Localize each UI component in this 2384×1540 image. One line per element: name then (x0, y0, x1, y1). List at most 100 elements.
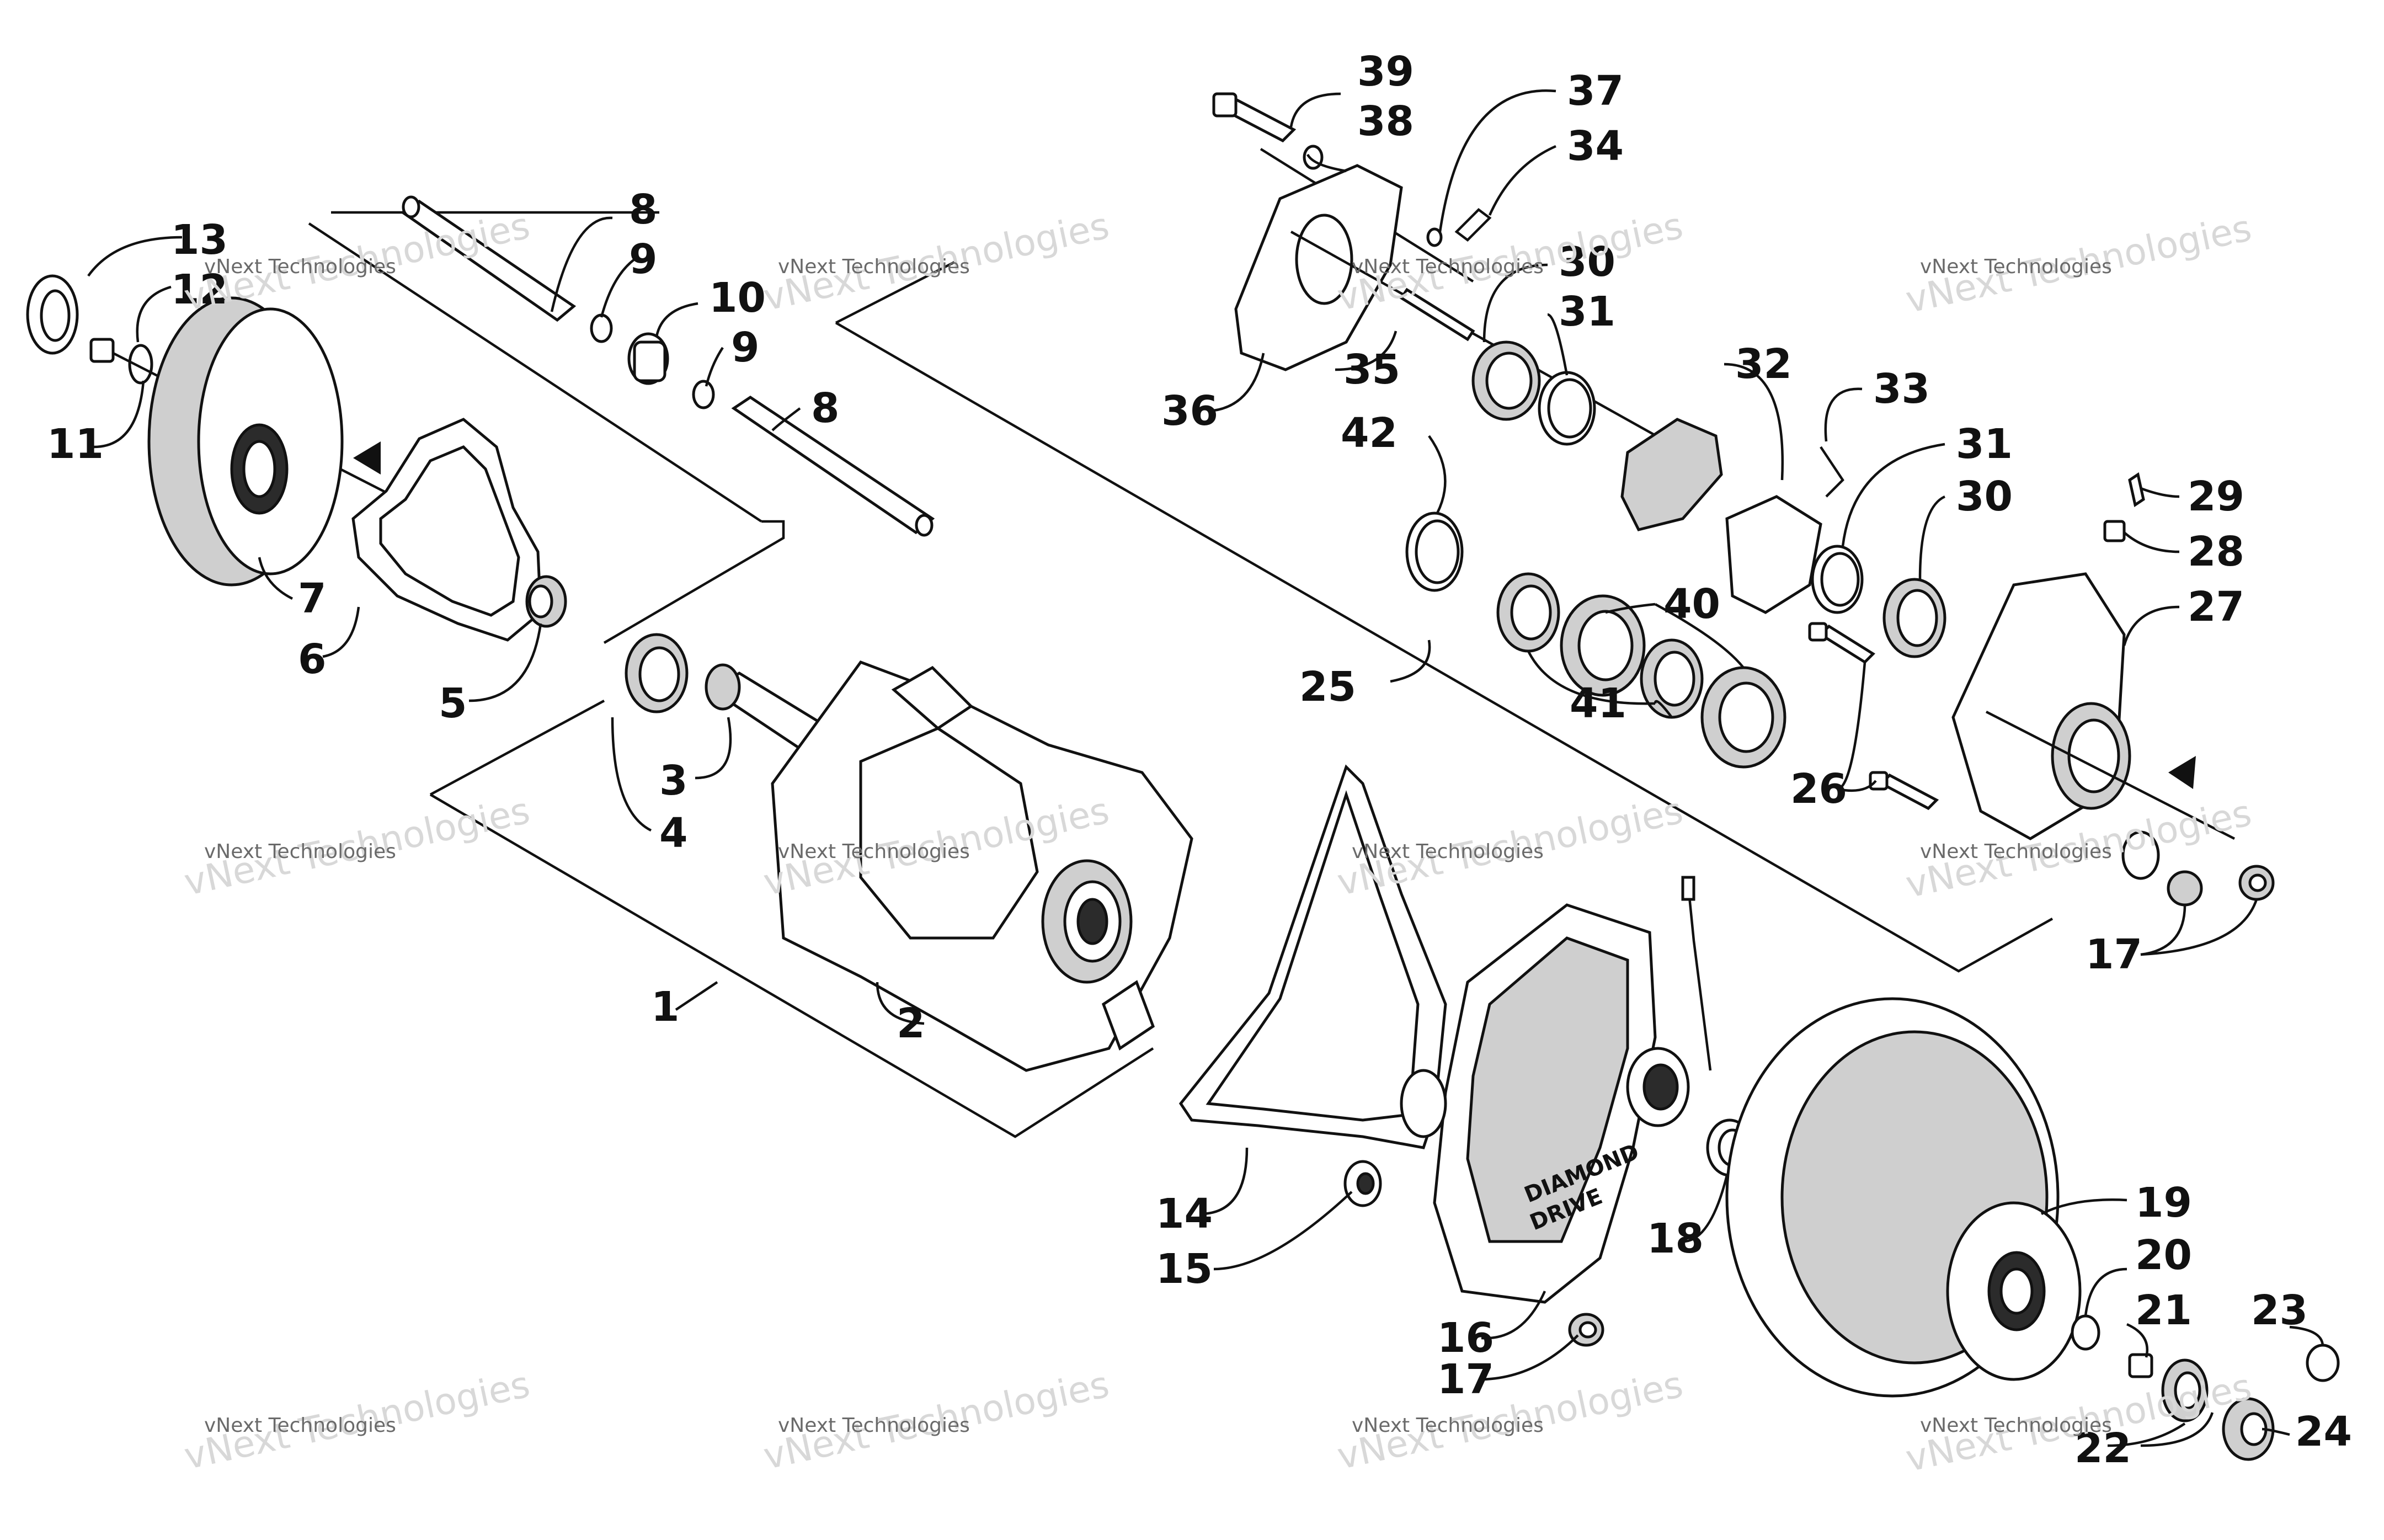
callout-10: 10 (709, 274, 766, 322)
callout-31-upper: 31 (1559, 288, 1615, 335)
callout-28: 28 (2188, 528, 2244, 575)
callout-32: 32 (1735, 340, 1792, 388)
leader-lines (87, 89, 2324, 1447)
callout-34: 34 (1567, 122, 1624, 170)
callout-8-upper: 8 (629, 186, 658, 233)
parts: DIAMOND DRIVE (26, 92, 2340, 1461)
part-16-gearcase: DIAMOND DRIVE (1400, 876, 1712, 1304)
callout-23: 23 (2251, 1287, 2308, 1334)
callout-4: 4 (659, 809, 688, 857)
bracket-assembly-25b (835, 322, 2054, 973)
bracket-driven-shaft-hardware-3 (603, 520, 785, 644)
part-26-bolt-lower (1869, 771, 1939, 811)
callout-31-lower: 31 (1956, 420, 2013, 468)
bracket-assembly-25 (835, 260, 956, 324)
callout-14: 14 (1156, 1190, 1213, 1238)
callout-16: 16 (1437, 1314, 1494, 1362)
callout-29: 29 (2188, 473, 2244, 520)
part-40-bearing-right (1700, 666, 1786, 769)
part-28-fitting (2103, 520, 2126, 542)
assembly-brackets (308, 148, 2054, 1138)
callout-5: 5 (439, 680, 467, 727)
callout-30-upper: 30 (1559, 238, 1615, 286)
part-8-tube-upper (400, 195, 577, 322)
watermark-small: vNext Technologies (1352, 1414, 1544, 1437)
callout-17-lower: 17 (1437, 1356, 1494, 1403)
part-27-bearing-housing (1951, 572, 2236, 840)
watermark-small: vNext Technologies (1920, 840, 2112, 863)
callout-30-lower: 30 (1956, 473, 2013, 520)
part-21-bolt (2128, 1353, 2153, 1378)
watermark-small: vNext Technologies (1920, 255, 2112, 278)
part-40-bearing-left (1560, 594, 1646, 697)
callout-22: 22 (2074, 1425, 2131, 1472)
part-4-bearing-ring (625, 633, 689, 713)
callout-3: 3 (659, 757, 688, 804)
part-32-brake-pad (1620, 418, 1723, 531)
part-8-tube-lower (731, 395, 935, 537)
callout-12: 12 (171, 266, 228, 313)
callout-21: 21 (2135, 1287, 2192, 1334)
callout-33: 33 (1873, 365, 1930, 413)
callout-19: 19 (2135, 1179, 2192, 1227)
callout-42: 42 (1341, 409, 1398, 457)
part-23-o-ring (2306, 1344, 2340, 1382)
watermark-small: vNext Technologies (778, 840, 970, 863)
watermark-small: vNext Technologies (778, 1414, 970, 1437)
part-29-zerk (2128, 472, 2145, 508)
callout-20: 20 (2135, 1232, 2192, 1279)
part-34-clip (1454, 208, 1492, 242)
part-13-retaining-ring (26, 274, 79, 355)
watermark-small: vNext Technologies (778, 255, 970, 278)
callout-labels: 1 2 3 4 5 6 7 8 9 10 9 8 11 12 13 14 15 … (47, 48, 2352, 1472)
part-9-washer-upper (590, 313, 613, 343)
watermark-small: vNext Technologies (1352, 255, 1544, 278)
part-20-washer (2071, 1314, 2100, 1351)
callout-9-lower: 9 (731, 324, 760, 371)
part-31-ring-lower (1811, 545, 1864, 614)
watermark-small: vNext Technologies (204, 840, 396, 863)
callout-37: 37 (1567, 67, 1624, 115)
part-14-gasket-frame (1178, 764, 1447, 1149)
part-41-bearing-left (1496, 572, 1560, 653)
part-10-spacer (627, 332, 669, 385)
callout-26: 26 (1790, 765, 1847, 813)
part-39-bolt (1212, 92, 1297, 143)
part-35-pin (1399, 287, 1475, 342)
part-32-backing-plate (1725, 495, 1822, 614)
callout-11: 11 (47, 420, 104, 468)
watermark-small: vNext Technologies (1920, 1414, 2112, 1437)
callout-36: 36 (1161, 387, 1218, 435)
bracket-assembly-1b (429, 793, 1154, 1138)
part-19-drive-clutch (1725, 997, 2082, 1398)
part-2-driven-clutch (771, 660, 1193, 1072)
part-22-spring (2161, 1358, 2209, 1422)
part-17-nut-right-a (2121, 830, 2203, 907)
part-42-snap-ring (1405, 511, 1464, 592)
callout-1: 1 (651, 983, 680, 1031)
part-6-gasket (351, 418, 542, 642)
part-41-bearing-right (1640, 638, 1704, 719)
bracket-assembly-1 (429, 700, 605, 796)
callout-35: 35 (1343, 346, 1400, 393)
callout-15: 15 (1156, 1245, 1213, 1293)
part-30-bushing-upper (1471, 340, 1541, 421)
callout-24: 24 (2295, 1408, 2352, 1456)
callout-13: 13 (171, 216, 228, 264)
callout-40: 40 (1663, 580, 1720, 628)
callout-6: 6 (298, 636, 327, 683)
part-7-drive-sheave (147, 296, 381, 587)
bracket-driven-shaft-hardware (308, 222, 762, 523)
callout-17-right: 17 (2086, 931, 2142, 978)
callout-2: 2 (897, 1000, 925, 1047)
part-37-pin (1426, 227, 1443, 247)
callout-18: 18 (1647, 1215, 1704, 1262)
callout-7: 7 (298, 575, 327, 622)
callout-41: 41 (1570, 680, 1626, 727)
part-17-nut-right-b (2238, 865, 2275, 901)
part-15-plug (1343, 1160, 1382, 1207)
callout-27: 27 (2188, 583, 2244, 631)
callout-25: 25 (1299, 663, 1356, 711)
watermark-small: vNext Technologies (1352, 840, 1544, 863)
